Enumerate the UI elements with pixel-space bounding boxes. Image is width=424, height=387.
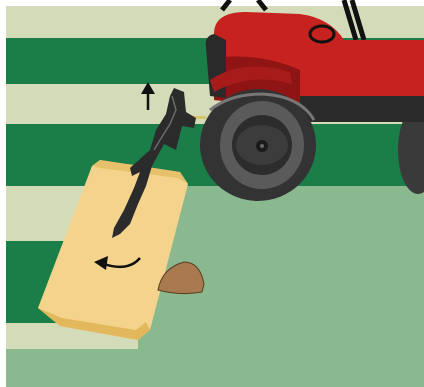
tractor-chassis	[300, 96, 424, 122]
tractor-front-wheel	[200, 89, 316, 201]
